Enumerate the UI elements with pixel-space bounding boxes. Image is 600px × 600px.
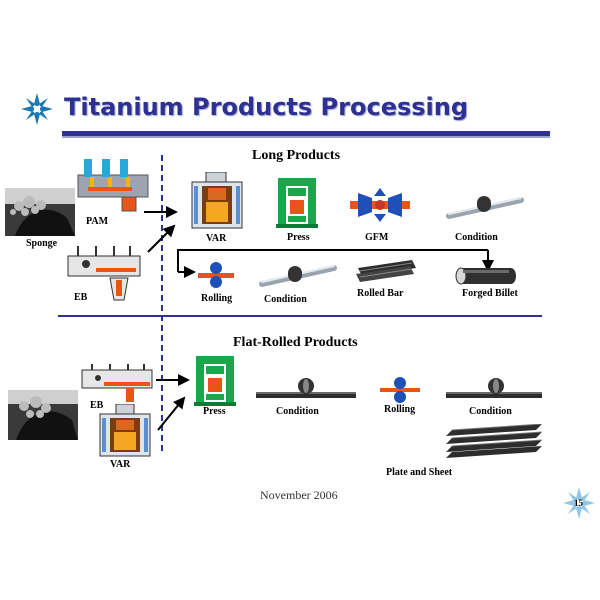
var-furnace-flat-icon bbox=[99, 404, 151, 457]
condition-plate-icon bbox=[256, 378, 356, 398]
flat-products-heading: Flat-Rolled Products bbox=[233, 335, 358, 350]
var-furnace-icon bbox=[191, 172, 243, 229]
input-arrows bbox=[144, 206, 178, 253]
flat-input-arrows bbox=[156, 374, 190, 431]
press-flat-icon bbox=[194, 356, 236, 406]
sponge-photo-flat bbox=[8, 390, 78, 440]
input-divider-line bbox=[161, 155, 163, 455]
title-underline-shadow bbox=[62, 136, 550, 138]
rolled-bar-icon bbox=[356, 260, 416, 282]
condition-plate-2-icon bbox=[446, 378, 542, 398]
condition-bar-icon bbox=[446, 196, 524, 219]
gfm-label: GFM bbox=[365, 232, 389, 243]
var-label: VAR bbox=[206, 233, 227, 244]
var-flat-label: VAR bbox=[110, 459, 131, 470]
eb-flat-label: EB bbox=[90, 400, 104, 411]
slide-title: Titanium Products Processing bbox=[64, 93, 469, 121]
rolling-flat-label: Rolling bbox=[384, 404, 416, 415]
condition-output-icon bbox=[259, 265, 337, 287]
section-divider bbox=[58, 315, 542, 317]
gfm-icon bbox=[350, 188, 410, 222]
pam-label: PAM bbox=[86, 216, 109, 227]
plate-sheet-stack-icon bbox=[446, 424, 542, 458]
condition-plate-label: Condition bbox=[276, 406, 319, 417]
eb-furnace-icon bbox=[67, 246, 141, 301]
rolled-bar-label: Rolled Bar bbox=[357, 288, 404, 299]
page-number: 15 bbox=[574, 498, 583, 508]
eb-furnace-flat-icon bbox=[81, 364, 153, 402]
company-logo-icon bbox=[21, 93, 53, 125]
footer-logo-icon bbox=[563, 487, 595, 519]
condition-output-label: Condition bbox=[264, 294, 307, 305]
condition-plate-2-label: Condition bbox=[469, 406, 512, 417]
sponge-photo bbox=[5, 188, 75, 236]
rolling-label: Rolling bbox=[201, 293, 233, 304]
forged-billet-icon bbox=[455, 267, 516, 285]
press-flat-label: Press bbox=[203, 406, 226, 417]
pam-furnace-icon bbox=[77, 159, 149, 212]
long-products-heading: Long Products bbox=[252, 148, 341, 163]
rolling-icon bbox=[198, 262, 234, 288]
press-label: Press bbox=[287, 232, 310, 243]
condition-label: Condition bbox=[455, 232, 498, 243]
title-underline bbox=[62, 131, 550, 136]
eb-label: EB bbox=[74, 292, 88, 303]
footer-date: November 2006 bbox=[260, 488, 338, 502]
press-icon bbox=[276, 178, 318, 228]
forged-billet-label: Forged Billet bbox=[462, 288, 518, 299]
process-flow-arrow bbox=[177, 249, 494, 278]
rolling-flat-icon bbox=[380, 377, 420, 403]
sponge-label: Sponge bbox=[26, 238, 58, 249]
plate-sheet-label: Plate and Sheet bbox=[386, 467, 453, 478]
